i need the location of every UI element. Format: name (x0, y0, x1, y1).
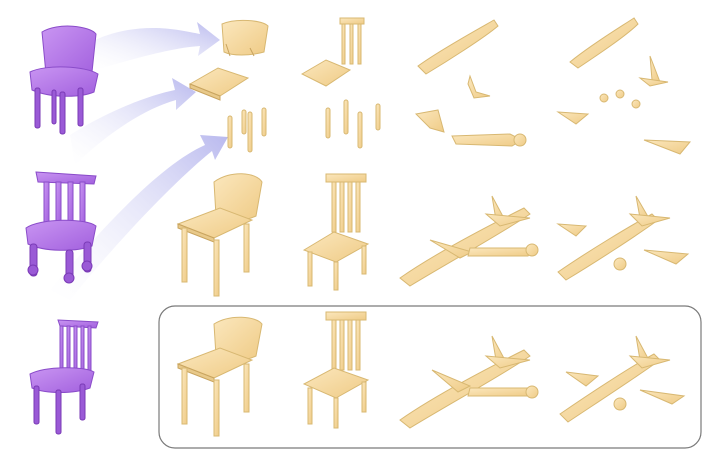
assembled-airplane-b (556, 195, 690, 281)
result-airplane-a (399, 335, 539, 429)
airplane-b-parts (556, 17, 692, 155)
result-chair-b (302, 311, 370, 429)
purple-chair-3 (29, 319, 99, 435)
airplane-a-parts (414, 19, 527, 147)
purple-chair-1 (29, 25, 99, 135)
assembled-chair-a (176, 173, 263, 297)
results-frame (158, 305, 702, 449)
assembled-chair-b (302, 173, 370, 291)
back-arrow (95, 22, 220, 70)
assembled-airplane-a (399, 195, 539, 287)
seat-arrow (70, 78, 196, 165)
result-chair-a (176, 316, 263, 437)
legs-arrow (50, 135, 228, 300)
purple-chair-2 (25, 171, 97, 284)
result-airplane-b (559, 335, 686, 423)
chair-b-parts (300, 17, 381, 149)
chair-a-parts (188, 19, 269, 153)
